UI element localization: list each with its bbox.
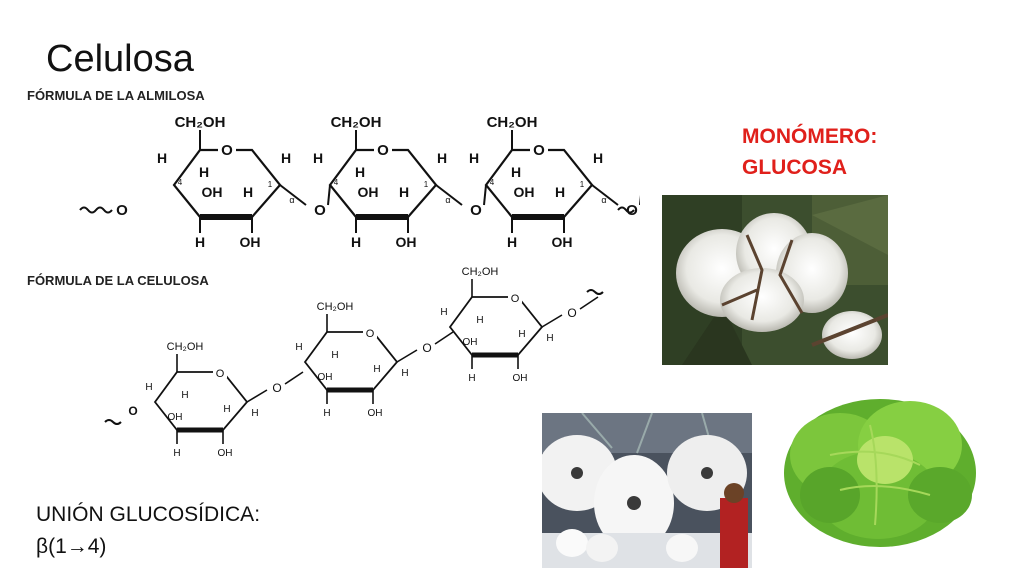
amylose-h-label: H [313, 150, 323, 166]
amylose-ch2oh-label: CH₂OH [331, 114, 382, 131]
cellulose-h-label: H [323, 408, 330, 419]
amylose-c1-label: 1 [268, 180, 273, 189]
amylose-h-label: H [593, 150, 603, 166]
cellulose-h-label: H [476, 315, 483, 326]
cellulose-ch2oh-label: CH₂OH [167, 341, 204, 353]
cellulose-h-label: H [173, 448, 180, 459]
monomer-label: MONÓMERO: GLUCOSA [742, 121, 877, 183]
amylose-ring-oxygen-label: O [377, 142, 389, 159]
amylose-ring-2 [328, 148, 438, 219]
cotton-photo [662, 195, 888, 365]
bridge-oxygen-label: O [116, 202, 128, 219]
wavy-bond-left [104, 419, 122, 425]
amylose-alpha-label: α [289, 195, 294, 205]
amylose-ch2oh-label: CH₂OH [175, 114, 226, 131]
bridge-oxygen-label: O [567, 306, 576, 320]
amylose-ring-oxygen-label: O [221, 142, 233, 159]
amylose-oh-label: OH [240, 234, 261, 250]
amylose-h-label: H [437, 150, 447, 166]
glycosidic-bond-label: UNIÓN GLUCOSÍDICA: β(1→4) [36, 499, 260, 563]
cellulose-oh-label: OH [463, 337, 478, 348]
amylose-ring-1 [172, 148, 282, 219]
cellulose-h-label: H [401, 368, 408, 379]
amylose-c4-label: 4 [178, 178, 183, 187]
bridge-oxygen-label: O [626, 202, 638, 219]
cellulose-h-label: H [546, 333, 553, 344]
bridge-oxygen-label: O [272, 381, 281, 395]
amylose-h-label: H [355, 164, 365, 180]
cellulose-h-label: H [468, 373, 475, 384]
amylose-oh-label: OH [396, 234, 417, 250]
amylose-c4-label: 4 [490, 178, 495, 187]
amylose-h-label: H [351, 234, 361, 250]
amylose-h-label: H [555, 184, 565, 200]
amylose-oh-label: OH [202, 184, 223, 200]
amylose-h-label: H [199, 164, 209, 180]
bridge-oxygen-label: O [422, 341, 431, 355]
cellulose-h-label: H [331, 350, 338, 361]
amylose-alpha-label: α [445, 195, 450, 205]
bridge-oxygen-label: O [314, 202, 326, 219]
cellulose-h-label: H [295, 342, 302, 353]
amylose-h-label: H [243, 184, 253, 200]
amylose-alpha-label: α [601, 195, 606, 205]
amylose-h-label: H [195, 234, 205, 250]
amylose-h-label: H [157, 150, 167, 166]
amylose-c4-label: 4 [334, 178, 339, 187]
cellulose-oh-label: OH [513, 373, 528, 384]
bridge-oxygen-label: O [470, 202, 482, 219]
cellulose-oh-label: OH [318, 372, 333, 383]
amylose-h-label: H [511, 164, 521, 180]
amylose-oh-label: OH [358, 184, 379, 200]
amylose-ring-oxygen-label: O [533, 142, 545, 159]
cellulose-ring-oxygen-label: O [511, 293, 520, 305]
cellulose-oh-label: OH [368, 408, 383, 419]
lettuce-photo [770, 385, 985, 550]
cellulose-h-label: H [518, 329, 525, 340]
amylose-oh-label: OH [552, 234, 573, 250]
paper-rolls-photo [542, 413, 752, 568]
amylose-ch2oh-label: CH₂OH [487, 114, 538, 131]
cellulose-ring-oxygen-label: O [216, 368, 225, 380]
wavy-bond-right [617, 206, 635, 214]
amylose-h-label: H [469, 150, 479, 166]
amylose-oh-label: OH [514, 184, 535, 200]
glycosidic-bond-line1: UNIÓN GLUCOSÍDICA: [36, 503, 261, 526]
cellulose-ring-oxygen-label: O [366, 328, 375, 340]
cellulose-h-label: H [181, 390, 188, 401]
wavy-bond-left [79, 206, 113, 214]
amylose-heading: FÓRMULA DE LA ALMILOSA [27, 88, 205, 103]
amylose-c1-label: 1 [424, 180, 429, 189]
cellulose-h-label: H [440, 307, 447, 318]
slide-title: Celulosa [46, 38, 194, 80]
wavy-bond-right [586, 289, 604, 295]
cellulose-oh-label: OH [218, 448, 233, 459]
cellulose-ch2oh-label: CH₂OH [462, 266, 499, 278]
cellulose-h-label: H [251, 408, 258, 419]
amylose-h-label: H [507, 234, 517, 250]
amylose-h-label: H [281, 150, 291, 166]
amylose-ring-3 [484, 148, 594, 219]
amylose-c1-label: 1 [580, 180, 585, 189]
cellulose-oh-label: OH [168, 412, 183, 423]
cellulose-h-label: H [223, 404, 230, 415]
amylose-h-label: H [399, 184, 409, 200]
monomer-label-line1: MONÓMERO: [742, 125, 878, 148]
bridge-oxygen-label: O [128, 404, 137, 418]
cellulose-h-label: H [145, 382, 152, 393]
glycosidic-bond-line2: β(1→4) [36, 535, 107, 558]
cellulose-heading: FÓRMULA DE LA CELULOSA [27, 273, 209, 288]
cellulose-ch2oh-label: CH₂OH [317, 301, 354, 313]
monomer-label-line2: GLUCOSA [742, 156, 847, 179]
cellulose-h-label: H [373, 364, 380, 375]
